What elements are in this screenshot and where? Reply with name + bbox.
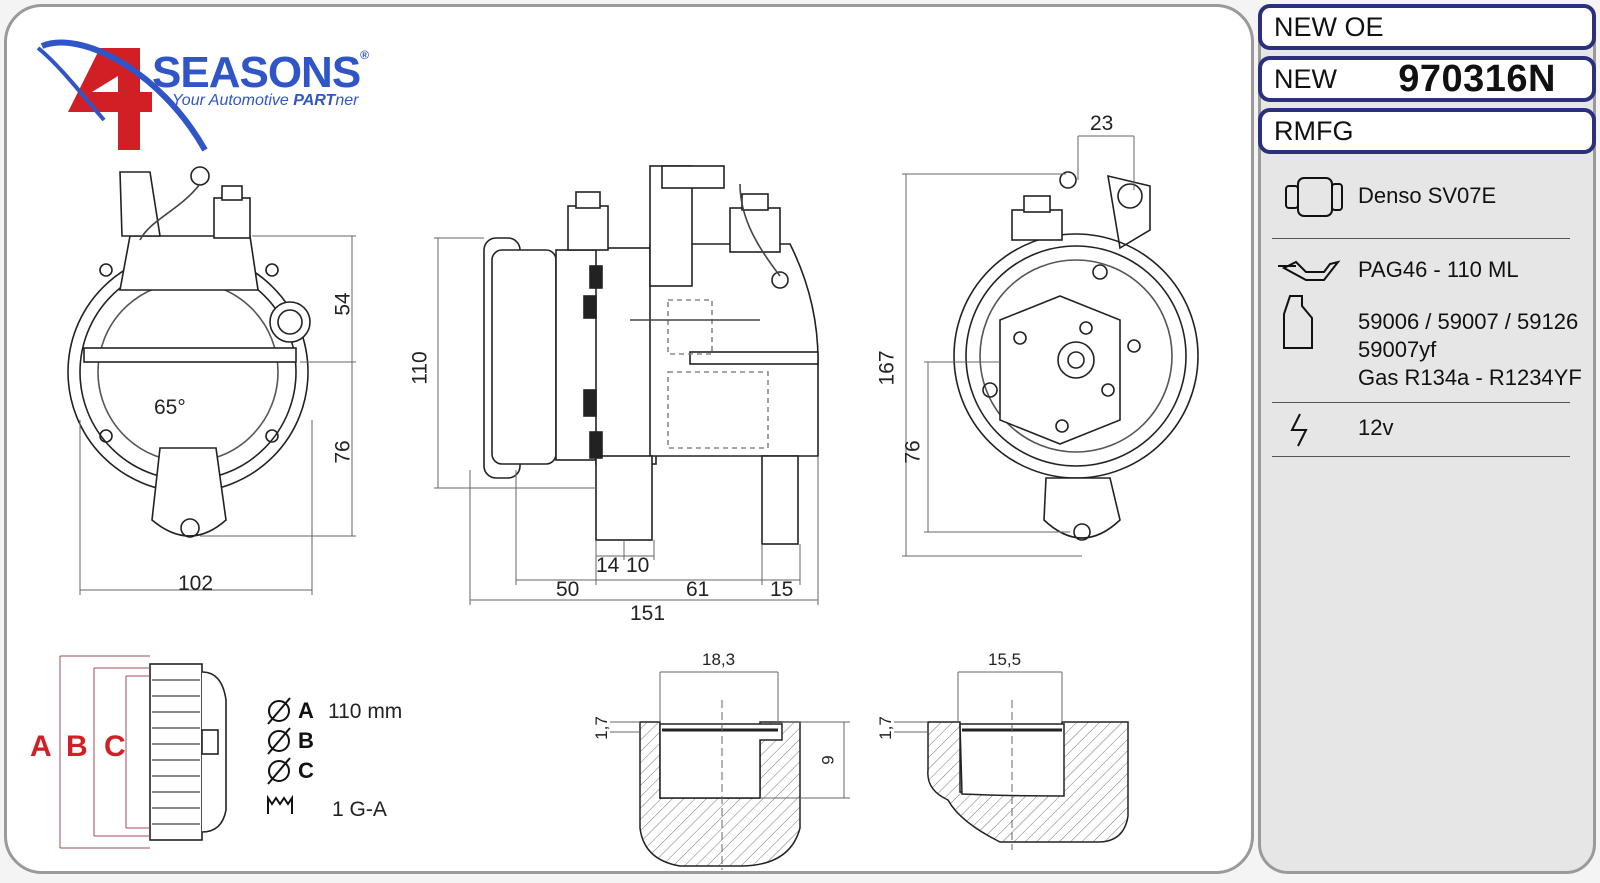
pulley-label-b: B [66,730,88,763]
dim-side-110: 110 [408,351,432,385]
front-view [67,166,356,595]
pulley-label-a: A [30,730,52,763]
dim-rear-76: 76 [901,440,925,464]
port-right-depth: 1,7 [875,716,895,740]
dim-side-50: 50 [556,578,580,601]
dim-side-14: 14 [596,554,620,577]
spec-divider [1272,402,1570,403]
port-left-height: 9 [818,755,838,765]
oe-box-new-oe: NEW OE [1258,4,1596,50]
diameter-c-label: C [298,758,314,783]
spec-refs-line-2: 59007yf [1358,337,1437,362]
oe-new-oe-label: NEW OE [1274,12,1384,42]
dim-front-angle: 65° [154,396,186,419]
port-section-left [610,671,850,870]
spec-compressor-text: Denso SV07E [1358,183,1497,208]
logo-tagline: Your Automotive PARTner [172,92,359,109]
oil-can-icon [1278,260,1341,281]
spec-refs-line-3: Gas R134a - R1234YF [1358,365,1582,390]
dim-rear-23: 23 [1090,112,1114,135]
spec-divider [1272,456,1570,457]
pulley-label-c: C [104,730,126,763]
spec-refs-line-1: 59006 / 59007 / 59126 [1358,309,1579,334]
dim-side-151: 151 [630,602,666,625]
port-left-depth: 1,7 [591,716,611,740]
port-right-width: 15,5 [988,650,1022,669]
port-left-width: 18,3 [702,650,736,669]
dim-side-10: 10 [626,554,650,577]
dim-front-76: 76 [331,440,355,464]
oe-box-new: NEW 970316N [1258,56,1596,102]
rear-view [902,135,1199,557]
groove-value: 1 G-A [332,798,387,821]
diameter-symbols [267,697,293,814]
spec-voltage-text: 12v [1358,415,1394,440]
oe-box-rmfg: RMFG [1258,108,1596,154]
oe-part-number: 970316N [1398,58,1556,100]
diameter-a-value: 110 mm [328,700,403,723]
oe-rmfg-label: RMFG [1274,116,1354,146]
spec-divider [1272,238,1570,239]
dim-rear-167: 167 [875,350,899,386]
pulley-detail [59,655,227,849]
voltage-icon [1290,413,1308,447]
dim-side-15: 15 [770,578,794,601]
dim-side-61: 61 [686,578,710,601]
diameter-a-label: A [298,698,314,723]
bottle-icon [1283,295,1313,349]
oe-new-label: NEW [1274,64,1337,94]
side-view [434,165,819,605]
spec-oil-text: PAG46 - 110 ML [1358,257,1519,282]
dim-front-102: 102 [178,572,214,595]
logo-brand: SEASONS® [152,48,369,97]
logo-graphic [36,39,208,152]
dim-front-54: 54 [331,292,355,316]
compressor-icon [1285,177,1343,217]
diameter-b-label: B [298,728,314,753]
port-section-right [894,671,1129,850]
